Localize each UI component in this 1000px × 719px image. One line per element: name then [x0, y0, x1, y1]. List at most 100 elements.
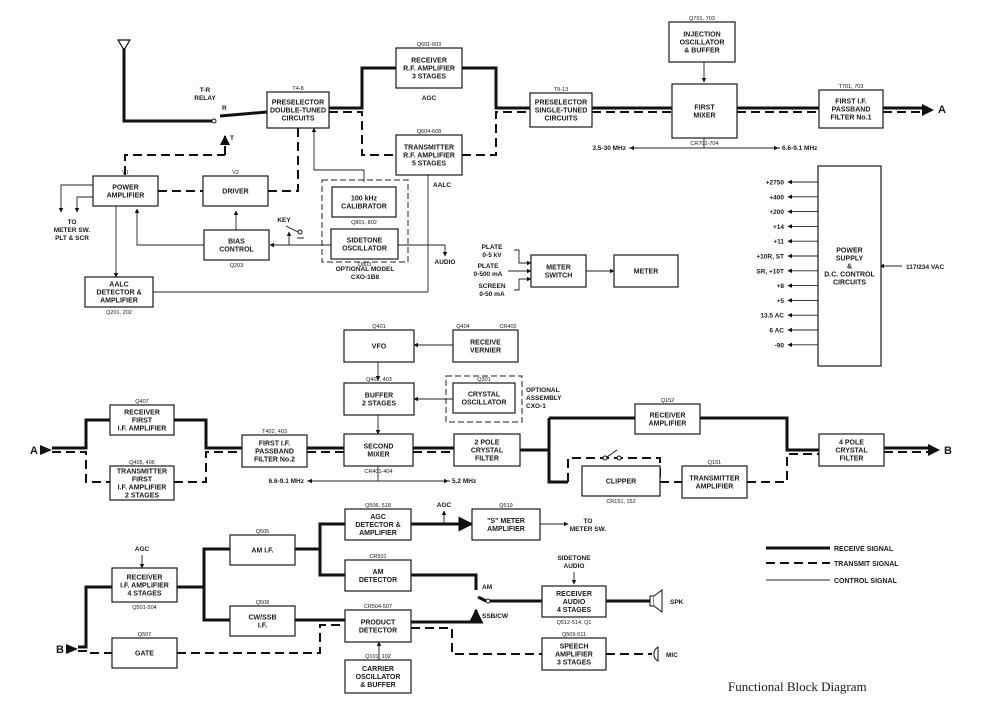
carrier-osc-box: [344, 659, 412, 694]
rx-audio-label: AUDIO: [563, 599, 586, 606]
meter-box: [613, 254, 679, 288]
connector-b-in: B: [56, 644, 64, 656]
first-if-filter1-label: FIRST I.F.: [835, 99, 867, 106]
connector-a-in: A: [30, 445, 38, 457]
aalc-det-label: AALC: [109, 282, 128, 289]
b-to-rx-if: [78, 585, 112, 649]
tx-rf-amp-label: TRANSMITTER: [404, 145, 454, 152]
aalc-det-ref: Q201, 202: [106, 310, 132, 316]
audio-label: AUDIO: [435, 259, 456, 266]
sidetone-audio-label-1: SIDETONE: [557, 555, 591, 562]
preselector-single-ref: T9-13: [554, 87, 568, 93]
sidetone-osc-label: OSCILLATOR: [342, 246, 387, 253]
power-amp-label: AMPLIFIER: [107, 193, 145, 200]
four-pole-filter-box: [818, 433, 885, 467]
receive-vernier-box: [452, 329, 519, 363]
rx-amp-box: [634, 403, 701, 435]
mode-switch-icon[interactable]: [485, 598, 491, 604]
bias-control-label: CONTROL: [219, 247, 254, 254]
relay-contact-icon: [211, 118, 217, 124]
optional-assembly-label-2: ASSEMBLY: [526, 395, 562, 402]
cw-ssb-if-box: [229, 605, 296, 637]
b-arrow-icon: [928, 444, 940, 456]
legend-control-label: CONTROL SIGNAL: [834, 578, 898, 585]
pa-to-relay: [124, 154, 225, 175]
two-pole-filter-label: CRYSTAL: [471, 448, 504, 455]
two-pole-filter-box: [453, 433, 521, 467]
preselector-double-box: [266, 91, 330, 129]
agc-det-label: AMPLIFIER: [359, 530, 397, 537]
power-output-label: +14: [773, 224, 784, 231]
rx-audio-box: [541, 585, 607, 618]
power-output-label: +400: [769, 194, 784, 201]
four-pole-filter-label: CRYSTAL: [835, 448, 868, 455]
agc-label-top: AGC: [422, 95, 437, 102]
power-supply-output-lines: [787, 179, 818, 348]
power-output-label: +11: [773, 239, 784, 246]
antenna-lead-rx: [122, 48, 212, 123]
optional-model-label-1: OPTIONAL MODEL: [336, 266, 395, 273]
a-arrow-icon: [922, 104, 934, 116]
agc-det-label: DETECTOR &: [355, 522, 400, 529]
clipper-bypass-switch-icon[interactable]: [602, 449, 622, 461]
tr-relay-label-2: RELAY: [194, 95, 216, 102]
preselector-double-label: CIRCUITS: [281, 116, 314, 123]
clipper-label: CLIPPER: [606, 479, 636, 486]
sidetone-osc-label: SIDETONE: [347, 238, 383, 245]
power-output-label: +8: [777, 283, 785, 290]
speech-amp-ref: Q509-511: [562, 632, 586, 638]
to-meter-label-3: PLT & SCR: [55, 235, 89, 242]
power-supply-label: POWER: [836, 248, 862, 255]
receive-vernier-ref: Q404: [456, 324, 469, 330]
first-if-filter1-box: [818, 89, 884, 129]
tx-rf-to-presel: [329, 111, 396, 156]
s-meter-amp-label: AMPLIFIER: [487, 526, 525, 533]
sidetone-osc-box: [330, 228, 399, 260]
calibrator-ref: Q801, 802: [351, 220, 377, 226]
rx-first-if-ref: Q407: [135, 399, 148, 405]
agc-det-ref: Q506, 518: [365, 503, 391, 509]
rx-first-if-label: RECEIVER: [124, 410, 160, 417]
tx-first-if-ref: Q405, 406: [129, 460, 155, 466]
key-label: KEY: [277, 217, 291, 224]
pa-to-meter-scr: [74, 196, 93, 213]
receive-vernier-ref2: CR402: [499, 324, 516, 330]
bias-control-ref: Q203: [230, 263, 243, 269]
rx-rf-amp-label: R.F. AMPLIFIER: [403, 66, 455, 73]
power-output-label: +5: [777, 298, 785, 305]
agc-det-label: AGC: [370, 514, 386, 521]
crystal-osc-label: OSCILLATOR: [462, 400, 507, 407]
tx-amp-to-4pole: [747, 453, 819, 483]
microphone-icon: [653, 646, 659, 662]
rx-rf-amp-ref: Q601-603: [417, 42, 441, 48]
rx-first-if-box: [109, 404, 175, 436]
four-pole-filter-label: 4 POLE: [839, 440, 864, 447]
rx-first-if-label: FIRST: [132, 418, 153, 425]
crystal-osc-box: [452, 382, 516, 414]
rx-if-amp-ref: Q501-504: [132, 605, 156, 611]
cw-ssb-if-ref: Q508: [256, 600, 269, 606]
vfo-box: [343, 329, 415, 363]
gate-box: [111, 637, 178, 669]
rx-rf-amp-label: 3 STAGES: [412, 74, 446, 81]
diagram-title: Functional Block Diagram: [728, 679, 867, 694]
tx-first-if-box: [109, 465, 175, 501]
clipper-box: [581, 465, 661, 497]
aalc-det-box: [84, 276, 154, 308]
vfo-label: VFO: [372, 344, 387, 351]
